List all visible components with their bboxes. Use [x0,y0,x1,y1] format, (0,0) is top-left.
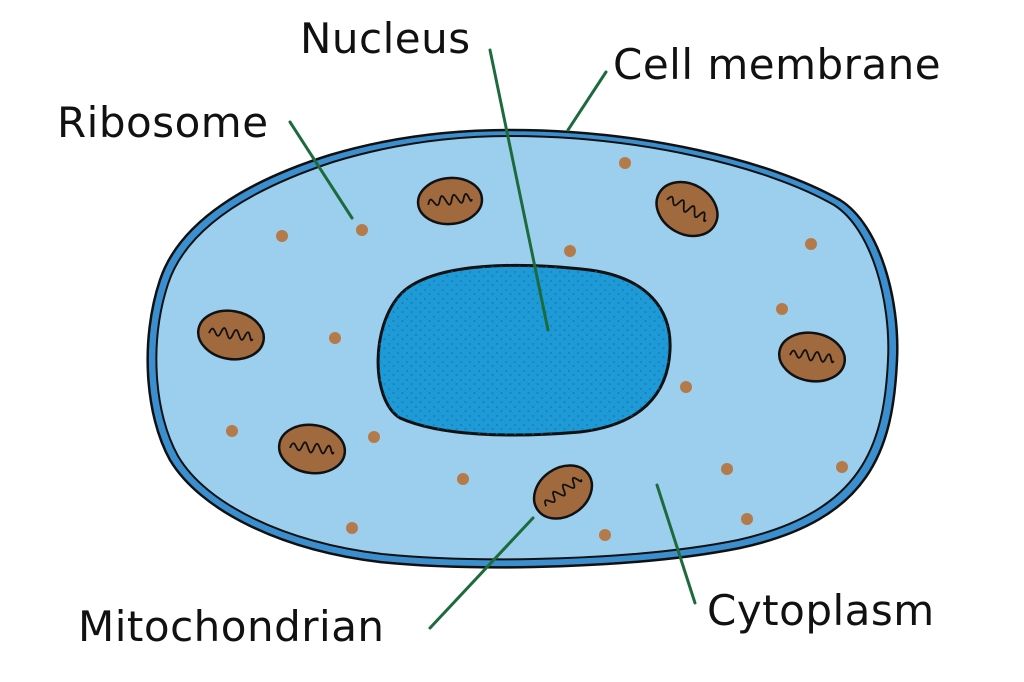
cytoplasm-label: Cytoplasm [707,586,935,635]
ribosome [457,473,469,485]
cytoplasm-leader-line [655,483,697,605]
ribosome [680,381,692,393]
ribosome-leader-line [288,120,354,220]
mitochondrion [196,309,266,361]
ribosome [368,431,380,443]
ribosome [564,245,576,257]
membrane-leader-line [566,70,608,132]
mitochondrion [655,180,719,238]
cell-membrane-label: Cell membrane [613,40,942,89]
ribosome [741,513,753,525]
ribosome [346,522,358,534]
ribosome [805,238,817,250]
mitochondrian-label: Mitochondrian [78,602,385,651]
ribosome [619,157,631,169]
mitochondrion [532,464,594,520]
ribosome-label: Ribosome [57,98,269,147]
ribosome [329,332,341,344]
ribosome [599,529,611,541]
ribosome [776,303,788,315]
ribosome [276,230,288,242]
mitochondrion [777,331,847,383]
ribosome [356,224,368,236]
ribosome [836,461,848,473]
nucleus-leader-line [488,48,550,332]
nucleus [376,263,672,437]
mitochondrion [277,423,347,475]
mitochondrian-leader-line [428,516,535,630]
ribosome [721,463,733,475]
ribosome [226,425,238,437]
mitochondrion [416,176,484,226]
nucleus-label: Nucleus [300,14,471,63]
ribosomes [226,157,848,541]
